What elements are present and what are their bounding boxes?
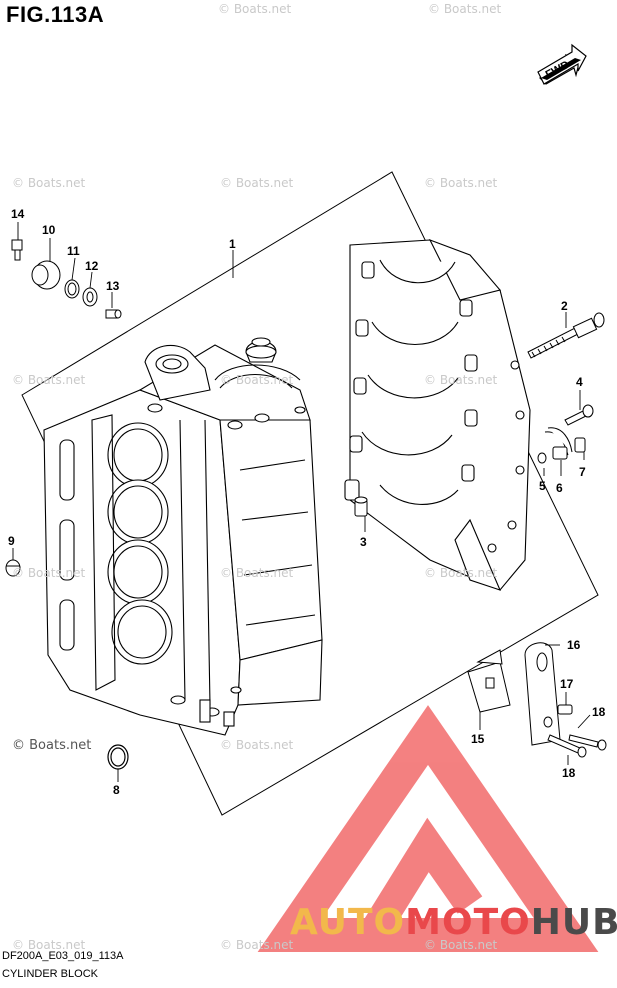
callout-1: 1: [229, 237, 236, 251]
dowel-pin: [354, 496, 368, 517]
watermark: © Boats.net: [12, 938, 86, 952]
callout-8: 8: [113, 783, 120, 797]
watermark: © Boats.net: [424, 176, 498, 190]
watermark: © Boats.net: [424, 566, 498, 580]
watermark: © Boats.net: [424, 373, 498, 387]
callout-4: 4: [576, 375, 583, 389]
bolt-4: [564, 404, 594, 426]
logo-moto: MOTO: [405, 902, 531, 943]
logo-triangle: [257, 705, 599, 952]
watermark-main: © Boats.net: [12, 738, 92, 753]
watermark: © Boats.net: [220, 566, 294, 580]
watermark: © Boats.net: [220, 938, 294, 952]
hose-fitting: [537, 427, 586, 464]
callout-6: 6: [556, 481, 563, 495]
leader-lines: [12, 222, 591, 782]
callout-13: 13: [106, 279, 120, 293]
callout-15: 15: [471, 732, 485, 746]
bolts-18: [547, 734, 607, 758]
crankcase: [344, 238, 531, 591]
figure-caption: CYLINDER BLOCK: [2, 968, 98, 980]
logo-auto: AUTO: [290, 902, 406, 943]
o-ring-8: [107, 744, 129, 770]
watermark: © Boats.net: [220, 738, 294, 752]
callout-5: 5: [539, 479, 546, 493]
callout-17: 17: [560, 677, 574, 691]
callout-14: 14: [11, 207, 25, 221]
callout-10: 10: [42, 223, 56, 237]
callout-11: 11: [67, 244, 80, 258]
watermark: © Boats.net: [220, 176, 294, 190]
watermark: © Boats.net: [428, 2, 502, 16]
watermark: © Boats.net: [12, 373, 86, 387]
fwd-arrow-icon: [537, 43, 587, 85]
logo-text: AUTOMOTOHUB: [290, 902, 617, 943]
sensor-bracket-15: [467, 649, 511, 713]
callout-2: 2: [561, 299, 568, 313]
callout-7: 7: [579, 465, 586, 479]
plug-parts: [11, 239, 122, 319]
callout-3: 3: [360, 535, 367, 549]
callout-16: 16: [567, 638, 581, 652]
watermark: © Boats.net: [12, 176, 86, 190]
plate-16: [524, 642, 561, 746]
figure-code: DF200A_E03_019_113A: [2, 950, 124, 962]
watermark: © Boats.net: [424, 938, 498, 952]
figure-title: FIG.113A: [6, 2, 105, 27]
watermark: © Boats.net: [220, 373, 294, 387]
callout-9: 9: [8, 534, 15, 548]
watermark: © Boats.net: [12, 566, 86, 580]
cylinder-block: [43, 337, 323, 736]
callout-18-bottom: 18: [562, 766, 576, 780]
bolt-17: [557, 704, 573, 715]
callout-18-right: 18: [592, 705, 606, 719]
logo-hub: HUB: [530, 902, 617, 943]
callout-12: 12: [85, 259, 99, 273]
watermark: © Boats.net: [218, 2, 292, 16]
crankcase-bolt: [527, 312, 605, 359]
